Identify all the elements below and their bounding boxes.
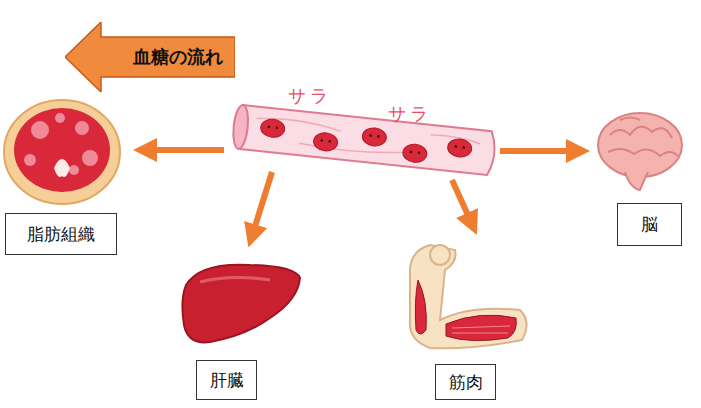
liver (182, 265, 300, 343)
node-text: 肝臓 (210, 369, 244, 392)
node-text: 血糖の流れ (133, 45, 223, 69)
fat-tissue (4, 100, 120, 204)
blood-vessel (231, 104, 496, 175)
onomatopoeia-label: サラ (388, 102, 432, 126)
node-text: 脳 (641, 213, 658, 236)
label-box: 脂肪組織 (5, 213, 117, 255)
node-text: 筋肉 (449, 371, 483, 394)
arrow-banner: 血糖の流れ (65, 22, 235, 92)
brain (598, 113, 682, 190)
flow-arrow (145, 150, 578, 236)
label-box: 筋肉 (435, 364, 496, 400)
onomatopoeia-label: サラ (288, 84, 332, 108)
muscle-arm (410, 245, 527, 348)
label-box: 脳 (617, 203, 682, 246)
node-text: 脂肪組織 (27, 223, 95, 246)
label-box: 肝臓 (196, 360, 257, 400)
